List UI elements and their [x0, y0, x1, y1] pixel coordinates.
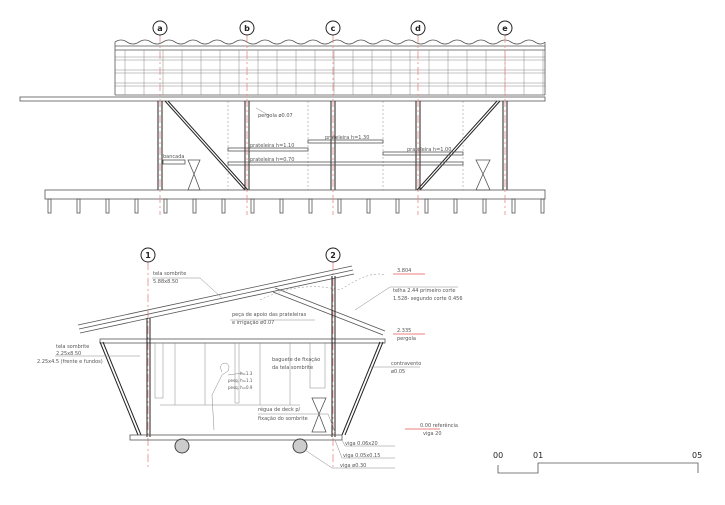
deck-leg [279, 198, 284, 214]
label-shelf-070: prateleira h=0.70 [250, 157, 294, 163]
shelves [227, 139, 464, 166]
label-shelf-110: prateleira h=1.10 [250, 143, 294, 149]
main-beam [19, 96, 546, 102]
bench [162, 159, 186, 165]
deck-leg [482, 198, 487, 214]
section-beam [99, 338, 386, 344]
deck-leg [47, 198, 52, 214]
label-pergola: pergola ø0.07 [258, 113, 293, 119]
scale-00: 00 [493, 451, 503, 460]
axis-1-label: 1 [145, 251, 151, 260]
roof-pergola [114, 39, 546, 96]
label-regua-2: fixação do sombrite [258, 416, 308, 422]
label-tela-side-front: 2.25x4.5 (frente e fundos) [37, 359, 103, 365]
axis-e-label: e [502, 24, 508, 33]
axis-2-label: 2 [330, 251, 336, 260]
label-baguete: baguete de fixação [272, 357, 320, 363]
deck-leg [453, 198, 458, 214]
stool [311, 397, 327, 433]
label-tela-top: tela sombrite [153, 271, 186, 277]
brace-left [164, 100, 246, 191]
label-h2: pesq. h=1.1 [228, 378, 253, 383]
label-viga-2: viga 0.05x0.15 [343, 453, 380, 459]
deck-leg [105, 198, 110, 214]
roof-upper [77, 265, 355, 334]
level-2335-sub: pergola [397, 336, 416, 342]
label-tela-side-size: 2.25x8.50 [56, 351, 81, 357]
section-deck [129, 434, 343, 441]
deck-leg [76, 198, 81, 214]
label-bench: bancada [163, 154, 184, 160]
deck-leg [308, 198, 313, 214]
deck-leg [511, 198, 516, 214]
deck-leg [134, 198, 139, 214]
human-figure [211, 362, 244, 431]
label-contravento: contravento [391, 361, 421, 367]
axis-d-label: d [415, 24, 421, 33]
label-shelf-130: prateleira h=1.30 [325, 135, 369, 141]
level-ref: 0.00 referência [420, 422, 458, 429]
deck-leg [337, 198, 342, 214]
label-contravento-2: ø0.05 [391, 369, 405, 375]
label-telha: telha 2.44 primeiro corte [393, 288, 455, 294]
log-beam [292, 438, 308, 454]
level-ref-sub: viga 20 [423, 431, 442, 437]
deck-leg [424, 198, 429, 214]
scale-01: 01 [533, 451, 543, 460]
label-viga-3: viga ø0.30 [340, 463, 366, 469]
deck-leg [250, 198, 255, 214]
deck [44, 189, 546, 200]
level-2335: 2.335 [397, 328, 411, 334]
deck-leg [366, 198, 371, 214]
level-3804: 3.804 [397, 268, 411, 274]
deck-leg [192, 198, 197, 214]
scale-05: 05 [692, 451, 702, 460]
label-baguete-2: da tela sombrite [272, 365, 313, 371]
label-peca-2: e irrigação ø0.07 [232, 320, 274, 326]
label-tela-side: tela sombrite [56, 344, 89, 350]
deck-leg [395, 198, 400, 214]
label-regua: régua de deck p/ [258, 406, 301, 413]
elevation-view: a b c d e pergola ø0.07 prateleira h=1.10 pr… [19, 20, 546, 215]
log-beam [174, 438, 190, 454]
label-h1: h=1.3 [240, 371, 253, 376]
axis-a-label: a [157, 24, 162, 33]
scale-bar: 00 01 05 [493, 451, 702, 474]
stools [187, 159, 491, 191]
label-peca: peça de apoio das prateleiras [232, 312, 307, 318]
label-shelf-100: prateleira h=1.00 [407, 147, 451, 153]
axis-b-label: b [244, 24, 250, 33]
axis-c-label: c [331, 24, 336, 33]
label-telha-2: 1.528- segundo corte 0.456 [393, 296, 463, 302]
section-view: 1 2 [37, 247, 463, 470]
brace-right [419, 100, 501, 191]
label-viga-1: viga 0.06x20 [345, 441, 378, 447]
deck-leg [163, 198, 168, 214]
label-h3: pesq. h=0.9 [228, 385, 253, 390]
roof-lower [272, 287, 386, 336]
label-tela-top-size: 5.88x8.50 [153, 279, 178, 285]
deck-leg [540, 198, 545, 214]
deck-leg [221, 198, 226, 214]
